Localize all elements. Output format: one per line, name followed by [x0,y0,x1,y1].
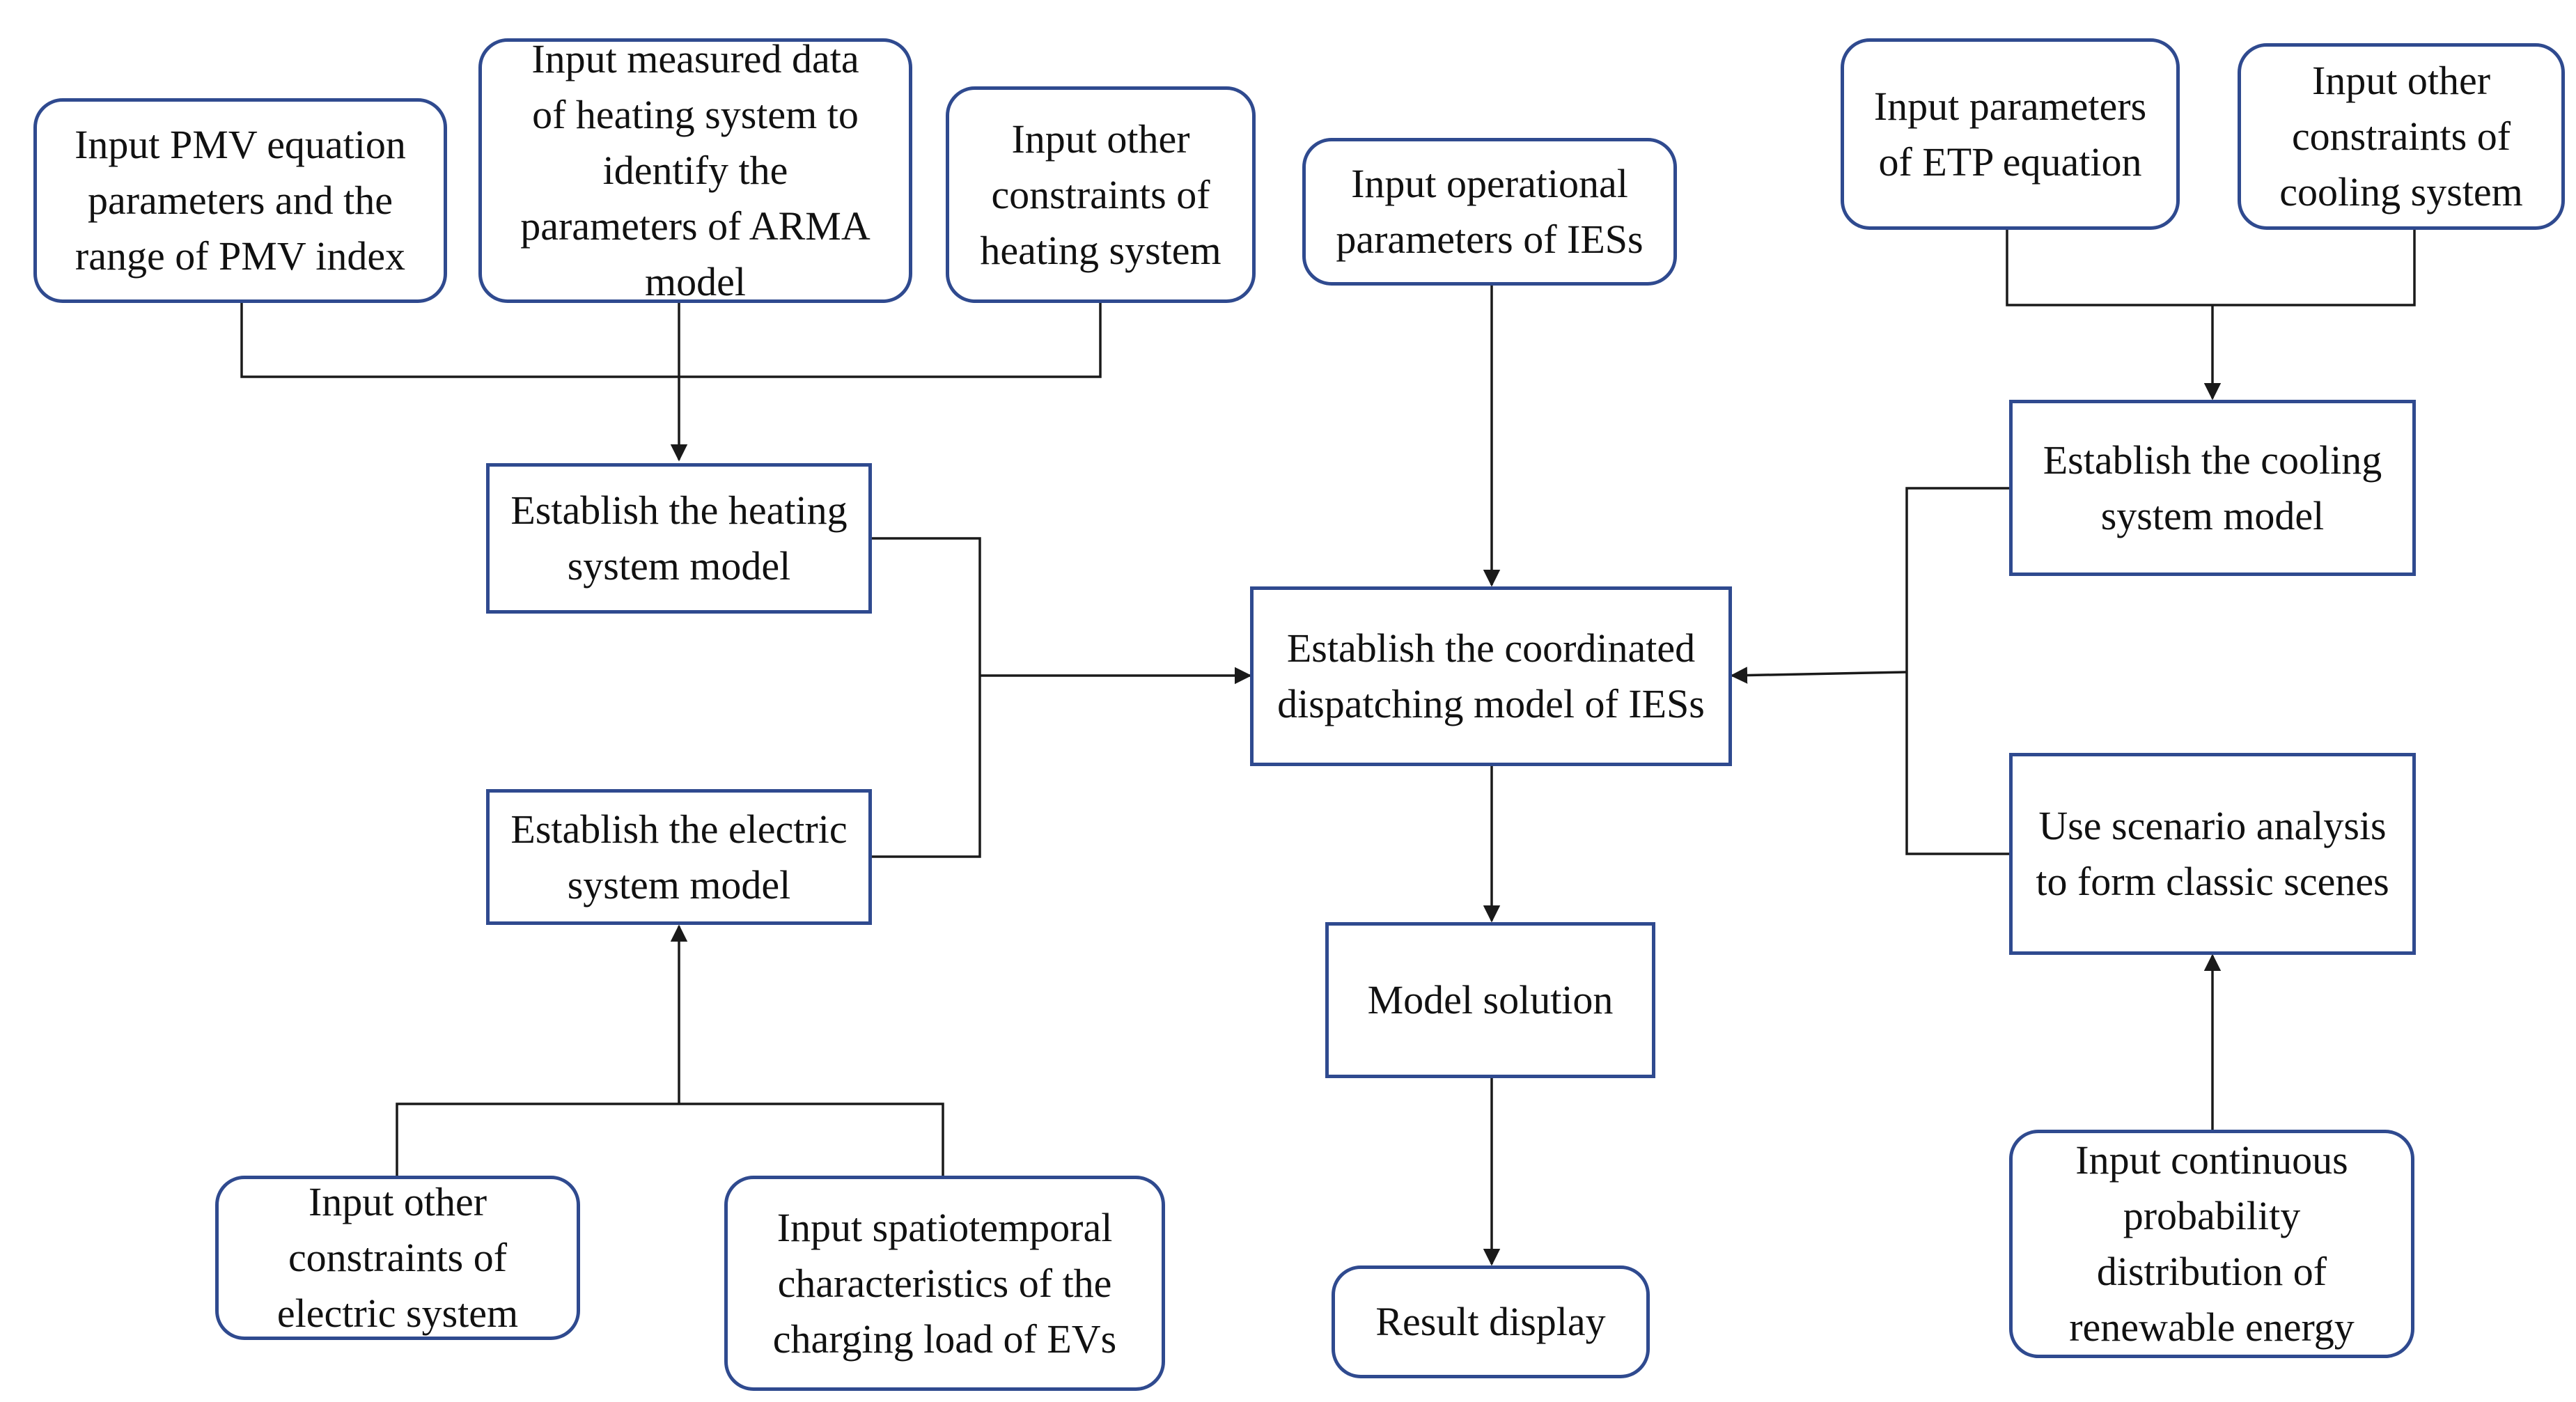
connector-cooling-model [1905,487,2009,855]
node-scenario-analysis: Use scenario analysis to form classic sc… [2009,753,2416,955]
node-cooling-system-model: Establish the cooling system model [2009,400,2416,576]
node-cooling-constraints-input: Input other constraints of cooling syste… [2238,43,2565,230]
connector-pmv [240,303,1102,378]
node-result-display: Result display [1332,1265,1650,1378]
node-ev-charging-input: Input spatiotemporal characteristics of … [724,1176,1165,1391]
arrow-to-dispatch-right [1730,667,1907,684]
node-electric-system-model: Establish the electric system model [486,789,872,925]
node-pmv-input: Input PMV equation parameters and the ra… [33,98,447,303]
connector-heating-model [871,537,981,858]
node-renewable-energy-input: Input continuous probability distributio… [2009,1130,2414,1358]
node-heating-constraints-input: Input other constraints of heating syste… [946,86,1256,303]
node-operational-parameters-input: Input operational parameters of IESs [1302,138,1677,286]
connector-elec-inputs [396,1103,944,1176]
node-model-solution: Model solution [1325,922,1655,1078]
connector-etp [2006,230,2416,306]
node-measured-data-input: Input measured data of heating system to… [478,36,912,304]
node-etp-input: Input parameters of ETP equation [1841,38,2180,230]
node-electric-constraints-input: Input other constraints of electric syst… [215,1176,580,1340]
node-heating-system-model: Establish the heating system model [486,463,872,614]
node-coordinated-dispatching-model: Establish the coordinated dispatching mo… [1250,586,1732,766]
